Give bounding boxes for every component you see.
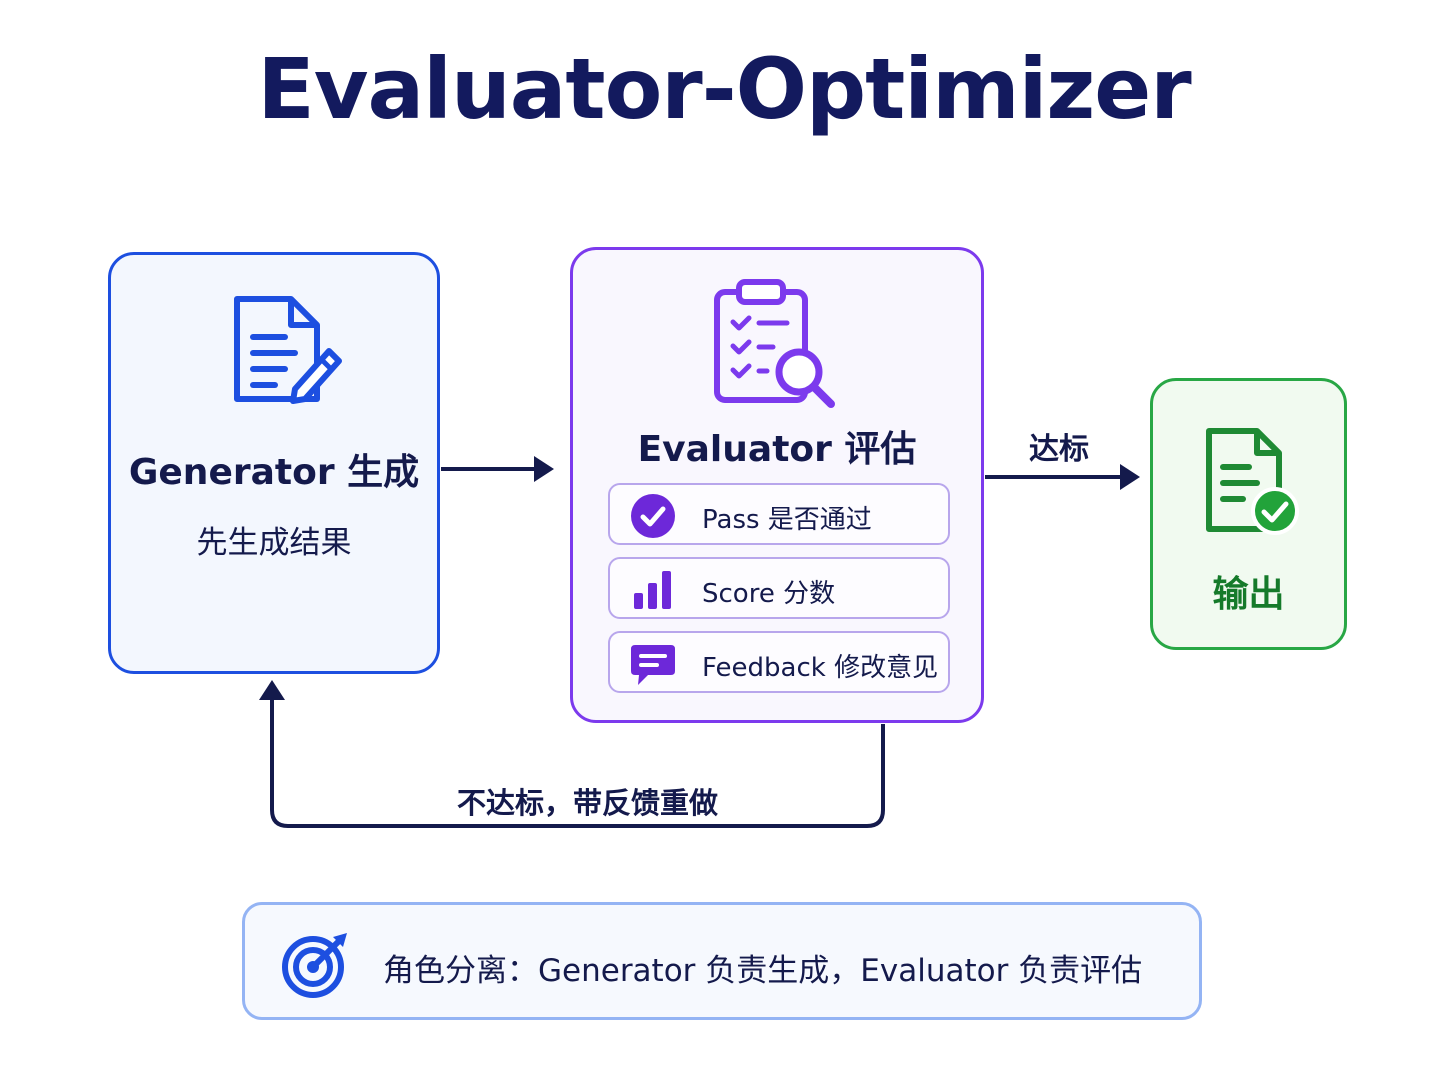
evaluator-item-label: Pass 是否通过 bbox=[702, 505, 872, 535]
evaluator-item-score: Score 分数 bbox=[608, 557, 950, 619]
generator-subtitle: 先生成结果 bbox=[196, 525, 352, 561]
clipboard-search-icon bbox=[714, 279, 835, 408]
check-circle-icon bbox=[631, 494, 675, 538]
evaluator-item-feedback: Feedback 修改意见 bbox=[608, 631, 950, 693]
retry-edge-label: 不达标，带反馈重做 bbox=[457, 786, 719, 820]
generator-node: Generator 生成 先生成结果 bbox=[108, 252, 440, 674]
evaluator-item-label: Feedback 修改意见 bbox=[702, 653, 939, 683]
document-edit-icon bbox=[234, 296, 342, 404]
evaluator-item-pass: Pass 是否通过 bbox=[608, 483, 950, 545]
arrow-feedback-loop bbox=[259, 680, 885, 828]
role-separation-note: 角色分离：Generator 负责生成，Evaluator 负责评估 bbox=[242, 902, 1202, 1020]
bar-chart-icon bbox=[634, 571, 671, 609]
target-icon bbox=[282, 933, 347, 998]
page-title: Evaluator-Optimizer bbox=[257, 40, 1191, 138]
arrow-evaluator-to-output bbox=[985, 464, 1140, 490]
output-label: 输出 bbox=[1212, 574, 1285, 615]
evaluator-node: Evaluator 评估 Pass 是否通过 Score 分数 Feedback… bbox=[570, 247, 984, 723]
evaluator-title: Evaluator 评估 bbox=[637, 429, 917, 470]
evaluator-item-label: Score 分数 bbox=[702, 579, 836, 609]
document-check-icon bbox=[1206, 428, 1299, 535]
output-node: 输出 bbox=[1150, 378, 1347, 650]
chat-bubble-icon bbox=[631, 645, 675, 685]
note-text: 角色分离：Generator 负责生成，Evaluator 负责评估 bbox=[383, 953, 1143, 989]
generator-title: Generator 生成 bbox=[128, 452, 420, 493]
pass-edge-label: 达标 bbox=[1029, 432, 1089, 467]
arrow-generator-to-evaluator bbox=[441, 456, 554, 482]
